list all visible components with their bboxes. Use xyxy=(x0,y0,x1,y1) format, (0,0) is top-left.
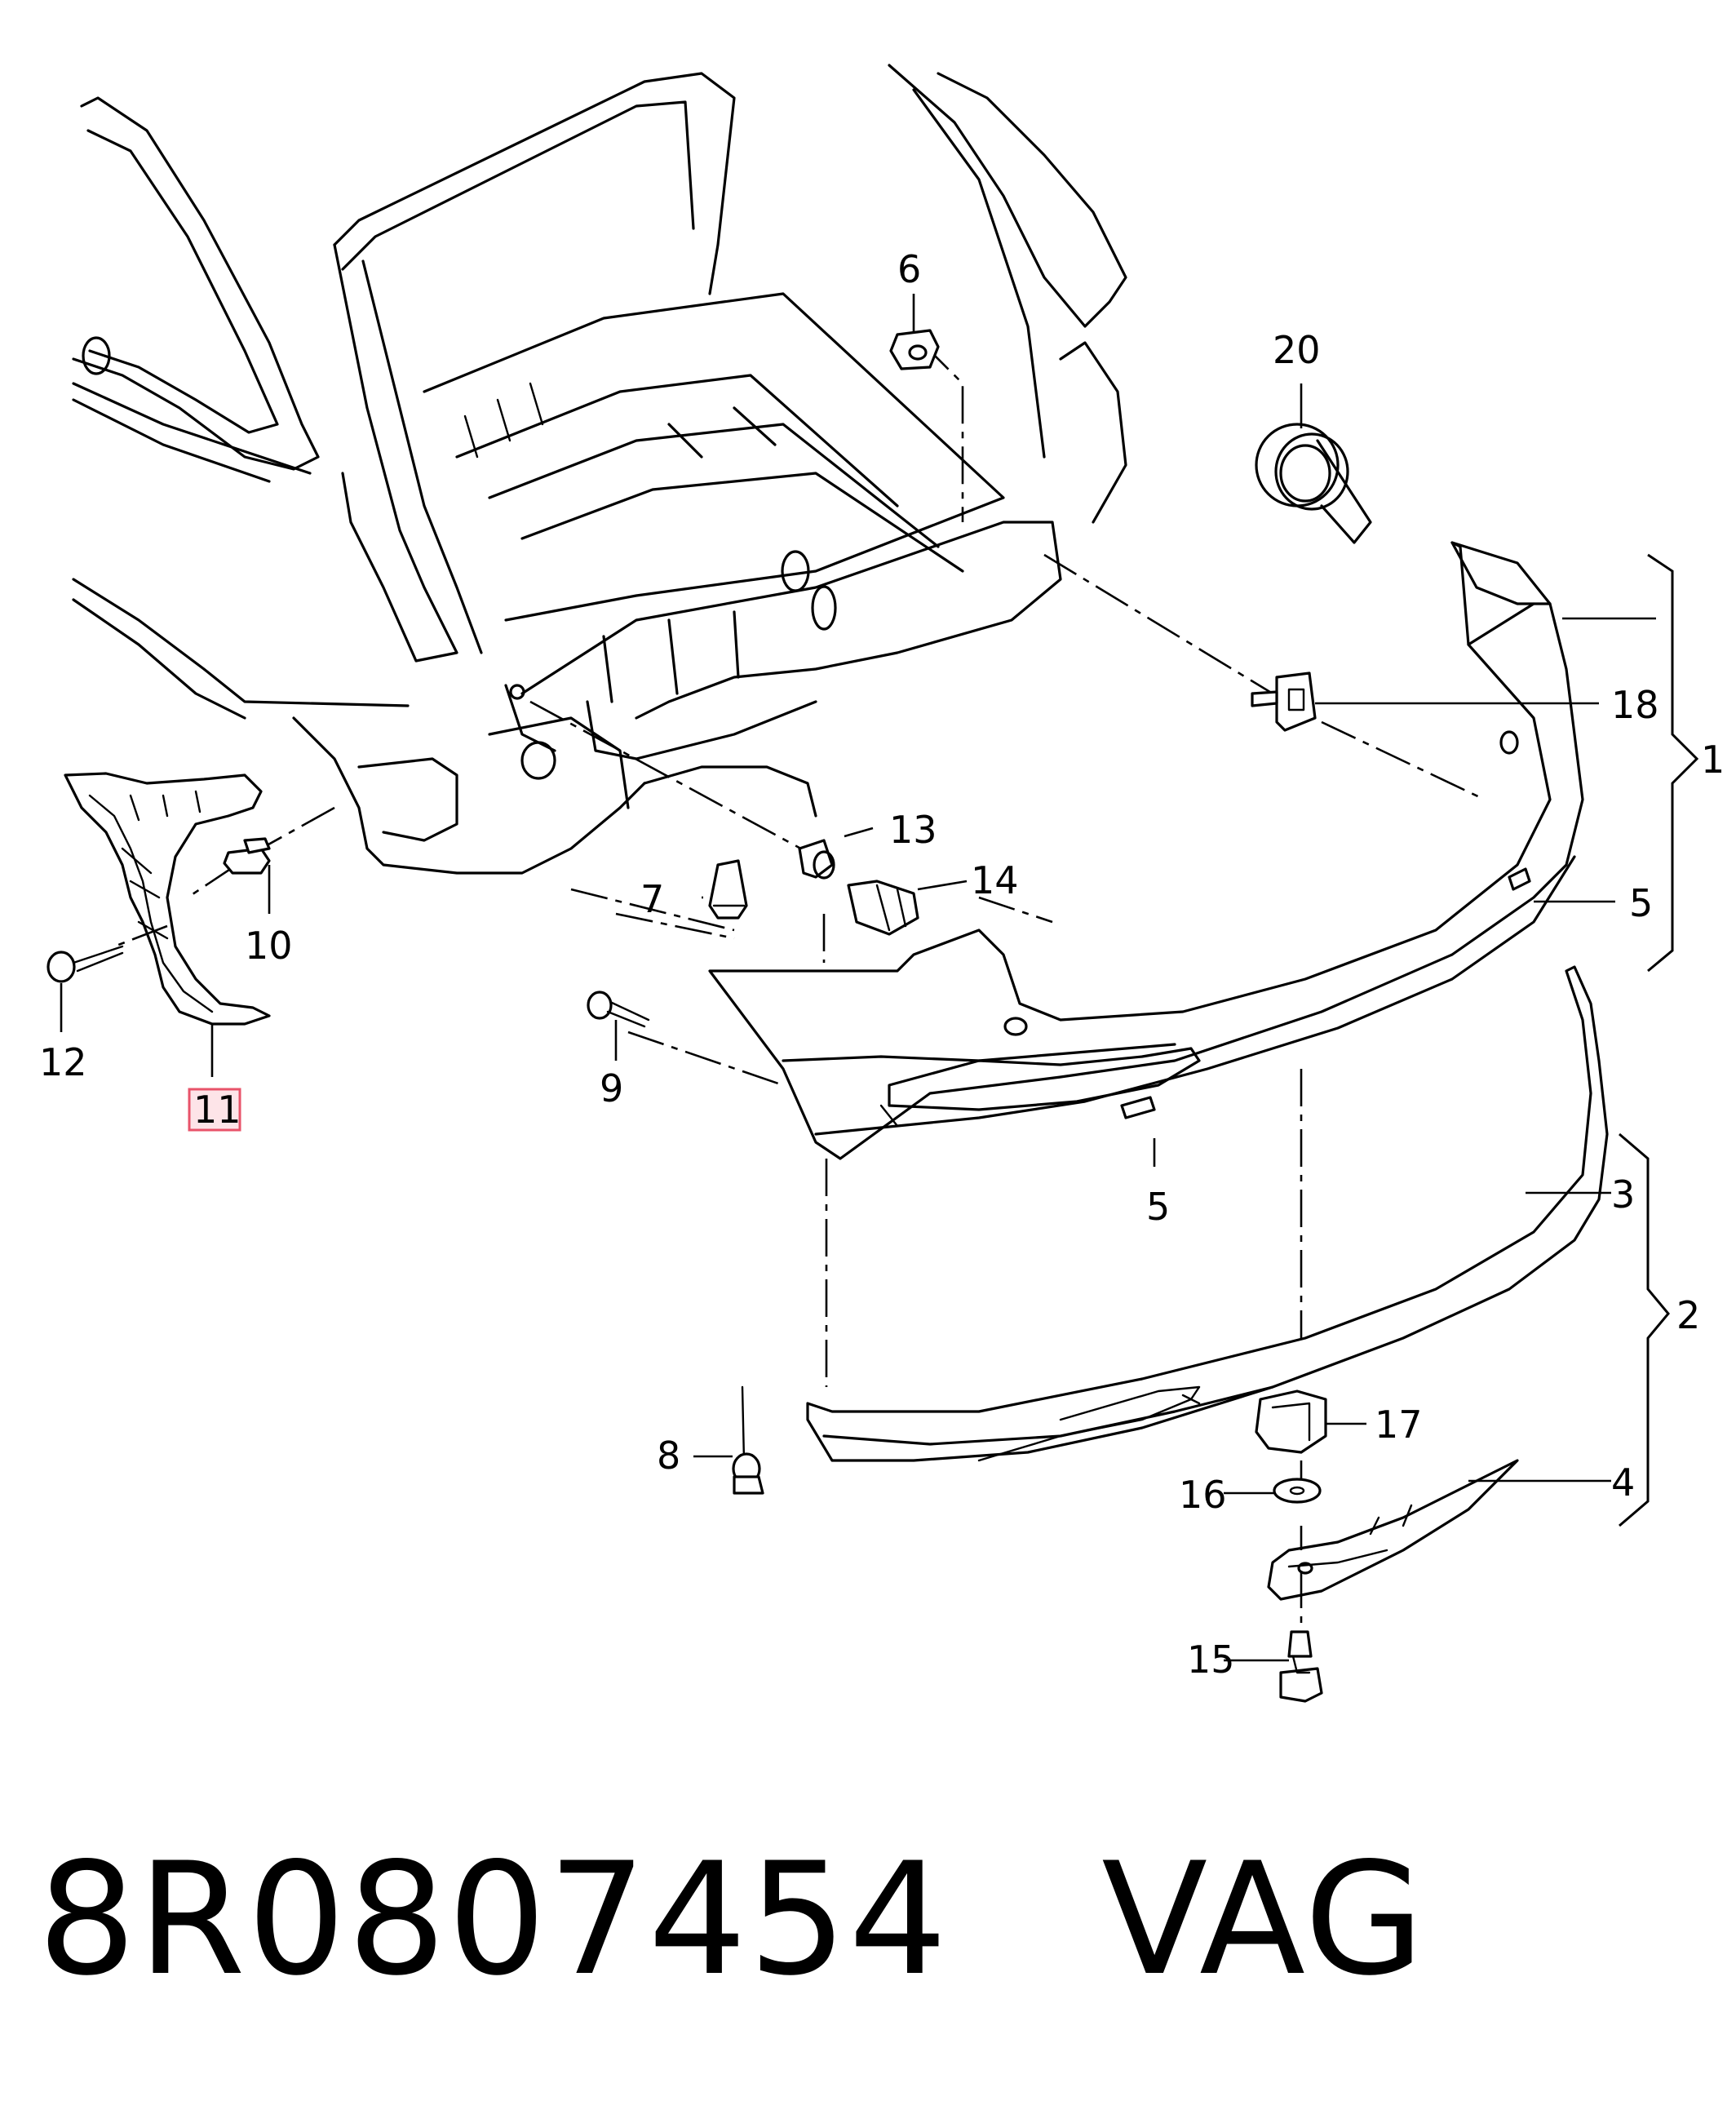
bumper-cover xyxy=(708,541,1584,1160)
part-rivet-10 xyxy=(223,837,271,875)
callout-11: 11 xyxy=(193,1088,241,1132)
car-body-rear xyxy=(72,64,1127,875)
part-nut-6 xyxy=(889,329,940,370)
callout-12: 12 xyxy=(39,1040,87,1084)
callout-labels: 1 2 3 4 5 5 6 7 8 9 10 11 12 13 14 15 16… xyxy=(39,247,1725,1682)
callout-4: 4 xyxy=(1611,1460,1635,1505)
part-screw-12 xyxy=(46,945,124,983)
callout-18: 18 xyxy=(1611,683,1659,727)
callout-8: 8 xyxy=(657,1434,680,1478)
part-grommet-13 xyxy=(798,839,835,880)
callout-6: 6 xyxy=(897,247,921,291)
assembly-lines xyxy=(113,342,1486,1632)
callout-13: 13 xyxy=(889,808,937,852)
callout-9: 9 xyxy=(600,1066,623,1110)
callout-5-right: 5 xyxy=(1629,881,1653,925)
callout-16: 16 xyxy=(1179,1473,1227,1517)
part-number-caption: 8R0807454 VAG xyxy=(38,1829,1426,2010)
part-washer-16 xyxy=(1273,1478,1322,1504)
part-clip-18 xyxy=(1251,671,1317,732)
leader-lines xyxy=(60,294,1656,1662)
callout-7: 7 xyxy=(640,877,664,921)
lower-spoiler xyxy=(806,965,1609,1462)
callout-17: 17 xyxy=(1375,1403,1423,1447)
callout-5-center: 5 xyxy=(1146,1185,1170,1229)
callout-3: 3 xyxy=(1611,1172,1635,1217)
group-braces xyxy=(1619,553,1699,1527)
part-clipnut-7 xyxy=(708,859,748,920)
part-screw-8 xyxy=(732,1385,764,1495)
callout-15: 15 xyxy=(1187,1638,1235,1682)
diffuser-insert xyxy=(1267,1459,1519,1601)
part-screw-9 xyxy=(587,991,650,1028)
part-clip-17 xyxy=(1255,1389,1327,1454)
bumper-bracket xyxy=(64,772,271,1026)
callout-14: 14 xyxy=(971,858,1019,902)
callout-10: 10 xyxy=(245,924,293,968)
part-tape-20 xyxy=(1255,423,1372,544)
part-holder-14 xyxy=(847,880,919,936)
callout-2: 2 xyxy=(1676,1293,1700,1337)
callout-20: 20 xyxy=(1273,328,1321,372)
highlight-box-11 xyxy=(188,1088,241,1132)
callout-1: 1 xyxy=(1701,738,1725,782)
part-rivet-15 xyxy=(1279,1630,1323,1703)
